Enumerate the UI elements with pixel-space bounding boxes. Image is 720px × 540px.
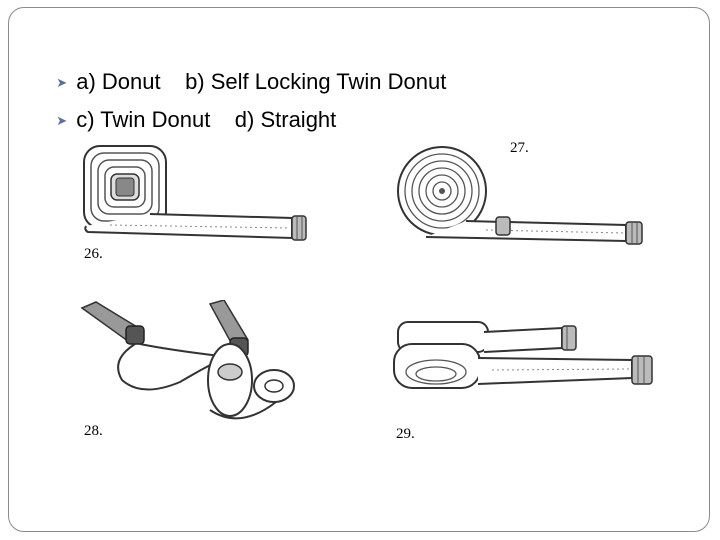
option-line-2: ➤ c) Twin Donut d) Straight (44, 81, 336, 134)
arrow-bullet-icon: ➤ (56, 75, 68, 90)
option-line-1-text: a) Donut b) Self Locking Twin Donut (76, 69, 447, 94)
arrow-bullet-icon: ➤ (56, 113, 68, 128)
figure-label-28: 28. (84, 423, 103, 439)
option-line-2-text: c) Twin Donut d) Straight (76, 107, 337, 132)
figure-label-27: 27. (510, 140, 529, 156)
figure-label-26: 26. (84, 246, 103, 262)
figure-27-spiral-roll (397, 146, 643, 245)
figure-28-hands-rolling (80, 300, 295, 420)
figure-26-donut-roll (83, 145, 307, 241)
figure-29-twin-donut (393, 321, 653, 389)
slide-frame (8, 7, 710, 532)
figure-label-29: 29. (396, 426, 415, 442)
option-line-1: ➤ a) Donut b) Self Locking Twin Donut (44, 43, 446, 96)
